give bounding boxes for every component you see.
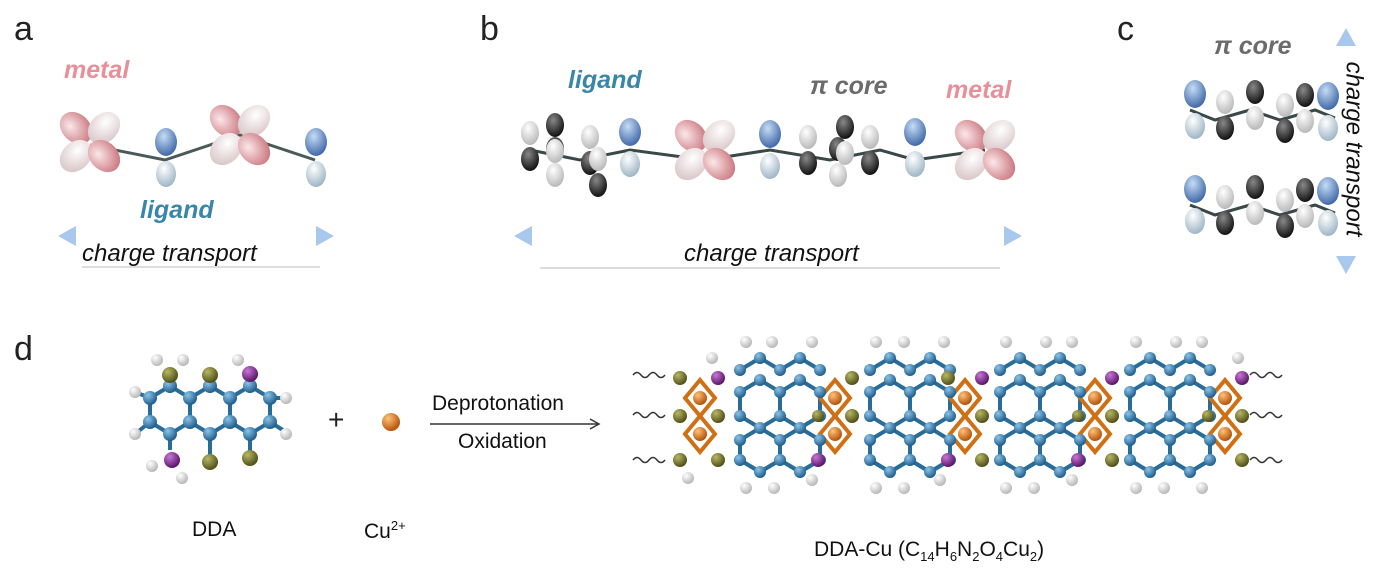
dda-molecule bbox=[129, 354, 292, 484]
ligand-p-orbital bbox=[619, 118, 641, 177]
charge-transport-label: charge transport bbox=[684, 240, 859, 267]
formula-part: O bbox=[979, 538, 996, 561]
charge-transport-label: charge transport bbox=[82, 240, 257, 267]
formula-sub: 2 bbox=[972, 549, 980, 565]
cu-ion-label: Cu2+ bbox=[364, 518, 406, 544]
product-formula: DDA-Cu (C14H6N2O4Cu2) bbox=[814, 538, 1044, 564]
panel-b-chain bbox=[521, 113, 1022, 197]
formula-part: ) bbox=[1037, 538, 1045, 561]
formula-sub: 6 bbox=[949, 549, 958, 565]
pi-core-label: π core bbox=[810, 72, 888, 100]
panel-b-letter: b bbox=[480, 10, 499, 48]
cu-symbol: Cu bbox=[364, 520, 391, 543]
dda-cu-polymer bbox=[632, 336, 1283, 494]
metal-label: metal bbox=[946, 76, 1012, 104]
panel-c-letter: c bbox=[1117, 10, 1134, 48]
copper-ion bbox=[382, 413, 400, 431]
panel-b-transport-arrow bbox=[514, 226, 1022, 269]
panel-a-chain bbox=[53, 98, 327, 187]
pi-core-label: π core bbox=[1214, 32, 1292, 60]
ligand-label: ligand bbox=[140, 196, 214, 224]
arrow-top-label: Deprotonation bbox=[432, 392, 564, 415]
formula-sub: 4 bbox=[995, 549, 1004, 565]
ligand-p-orbital bbox=[904, 118, 926, 177]
formula-part: N bbox=[957, 538, 973, 561]
charge-transport-label: charge transport bbox=[1340, 61, 1368, 237]
formula-part: DDA-Cu (C bbox=[814, 538, 921, 561]
formula-sub: 14 bbox=[920, 549, 935, 565]
panel-a-letter: a bbox=[14, 10, 33, 48]
metal-label: metal bbox=[64, 56, 130, 84]
panel-d-letter: d bbox=[14, 330, 33, 368]
ligand-label: ligand bbox=[568, 66, 642, 94]
dda-label: DDA bbox=[192, 518, 237, 541]
cu-charge: 2+ bbox=[390, 518, 406, 533]
metal-d-orbital bbox=[668, 113, 742, 187]
formula-part: H bbox=[934, 538, 950, 561]
formula-part: Cu bbox=[1003, 538, 1030, 561]
plus-sign: + bbox=[328, 404, 345, 435]
arrow-bottom-label: Oxidation bbox=[458, 430, 547, 453]
formula-sub: 2 bbox=[1029, 549, 1038, 565]
panel-c-transport-arrow bbox=[1336, 28, 1356, 274]
reaction-arrow bbox=[430, 418, 601, 430]
panel-a-transport-arrow bbox=[58, 226, 334, 268]
metal-d-orbital bbox=[53, 105, 127, 179]
panel-c-stack bbox=[1184, 80, 1339, 238]
